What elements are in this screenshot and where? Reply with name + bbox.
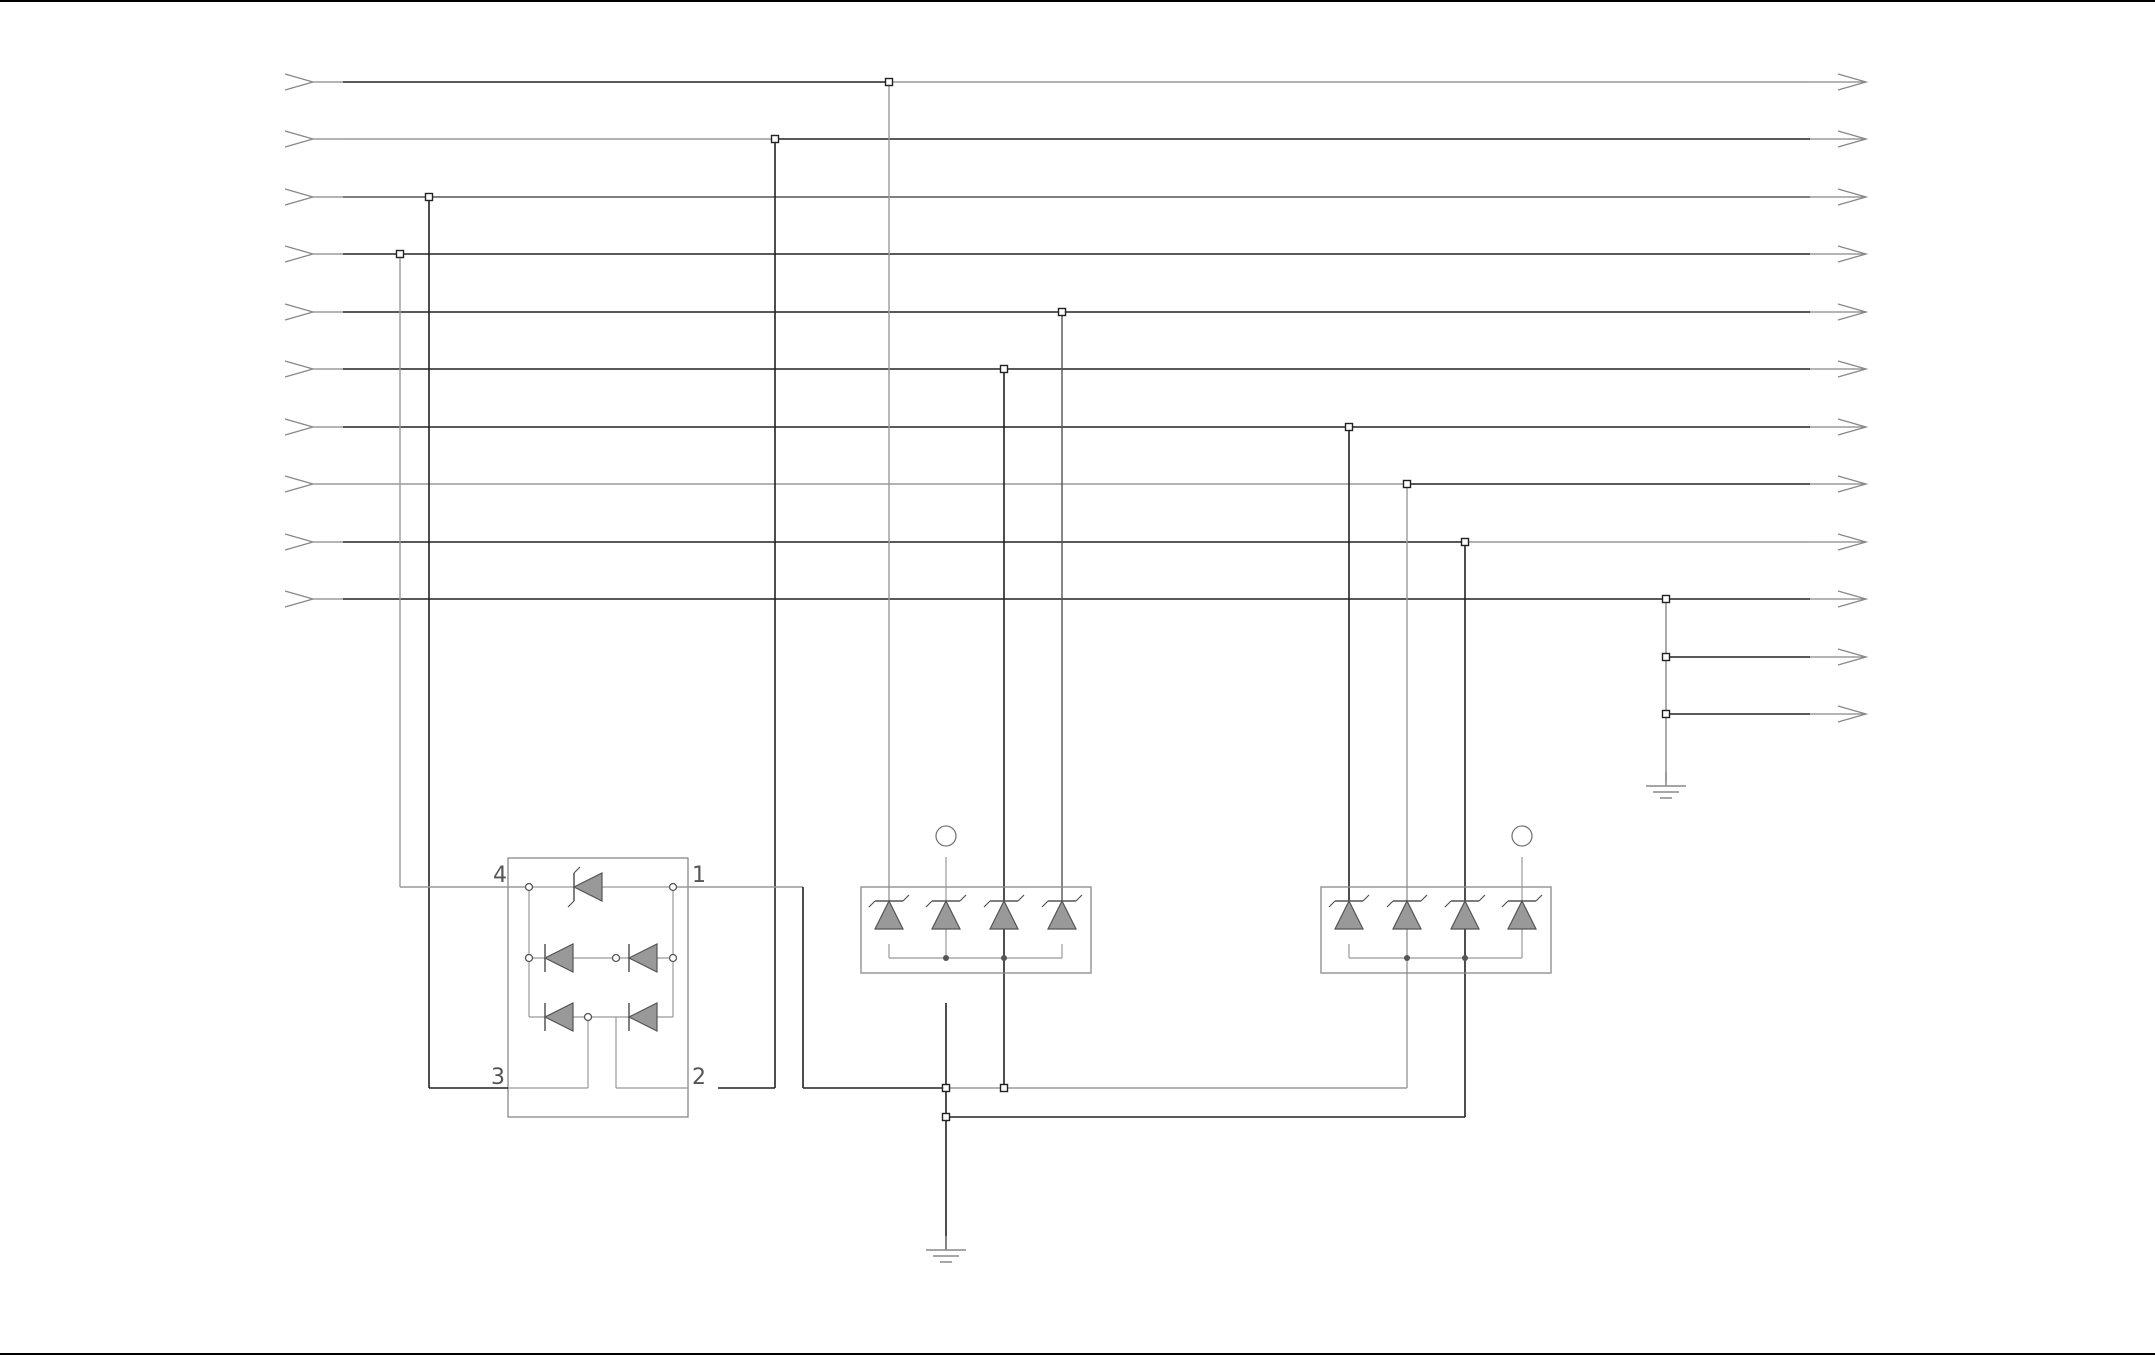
junction-icon: [526, 955, 533, 962]
input-arrow-icon: [285, 189, 313, 205]
zener-diode-icon: [1445, 895, 1485, 929]
array-outline: [1321, 887, 1551, 973]
junction-icon: [1663, 654, 1670, 661]
diode-array-2: [1321, 826, 1551, 973]
input-arrow-icon: [285, 534, 313, 550]
diode-icon: [629, 1003, 657, 1031]
ground-icon: [926, 1236, 966, 1262]
input-arrow-icon: [285, 246, 313, 262]
zener-diode-icon: [568, 867, 602, 907]
pin-label-1: 1: [692, 863, 706, 888]
zener-diode-icon: [1329, 895, 1369, 929]
input-arrows: [285, 74, 343, 607]
diode-icon: [545, 944, 573, 972]
junction-icon: [943, 1085, 950, 1092]
zener-diode-icon: [984, 895, 1024, 929]
bridge-rectifier: 4 1 3 2: [400, 858, 803, 1117]
junction-icon: [1663, 711, 1670, 718]
junction-icon: [1346, 424, 1353, 431]
junction-icon: [585, 1014, 592, 1021]
pin-label-2: 2: [692, 1065, 706, 1090]
pin-label-3: 3: [491, 1065, 505, 1090]
input-arrow-icon: [285, 74, 313, 90]
junction-icon: [1404, 481, 1411, 488]
junction-icon: [772, 136, 779, 143]
zener-diode-icon: [1387, 895, 1427, 929]
input-arrow-icon: [285, 591, 313, 607]
junction-icon: [1462, 955, 1468, 961]
junction-icon: [1001, 1085, 1008, 1092]
bus-lines: [343, 82, 1810, 714]
input-arrow-icon: [285, 131, 313, 147]
zener-diode-icon: [869, 895, 909, 929]
junction-icon: [1059, 309, 1066, 316]
pin-label-4: 4: [493, 863, 507, 888]
junction-icon: [670, 955, 677, 962]
zener-diode-icon: [1502, 895, 1542, 929]
diode-array-1: [803, 826, 1465, 1250]
zener-diode-icon: [1042, 895, 1082, 929]
input-arrow-icon: [285, 476, 313, 492]
output-arrows: [1810, 74, 1866, 722]
junction-icon: [426, 194, 433, 201]
junction-icon: [613, 955, 620, 962]
input-arrow-icon: [285, 304, 313, 320]
junction-icon: [526, 884, 533, 891]
junction-icon: [1663, 596, 1670, 603]
test-point-icon: [936, 826, 956, 846]
diode-icon: [629, 944, 657, 972]
junction-icon: [943, 955, 949, 961]
diode-icon: [545, 1003, 573, 1031]
junction-icon: [1001, 366, 1008, 373]
junction-icon: [397, 251, 404, 258]
junction-icon: [886, 79, 893, 86]
ground-icon: [1646, 772, 1686, 798]
zener-diode-icon: [926, 895, 966, 929]
junction-icon: [670, 884, 677, 891]
junction-icon: [1404, 955, 1410, 961]
input-arrow-icon: [285, 361, 313, 377]
test-point-icon: [1512, 826, 1532, 846]
junction-icon: [943, 1114, 950, 1121]
input-arrow-icon: [285, 419, 313, 435]
array-outline: [861, 887, 1091, 973]
junction-icon: [1001, 955, 1007, 961]
junction-icon: [1462, 539, 1469, 546]
